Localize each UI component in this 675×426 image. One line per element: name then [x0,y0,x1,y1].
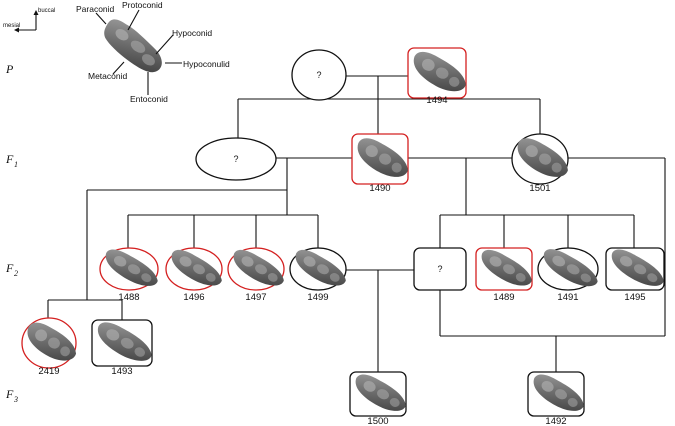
specimen-label: 1499 [307,292,328,303]
female-circle [195,137,277,181]
individual-1490: 1490 [351,133,409,194]
generation-subscript: 3 [13,395,18,404]
entoconid-label: Entoconid [130,94,168,104]
generation-subscript: 1 [14,160,18,169]
tooth-image [413,51,466,92]
specimen-label: 1495 [624,292,645,303]
specimen-label: 1488 [118,292,139,303]
buccal-label: buccal [38,8,55,14]
male-square [413,247,467,291]
specimen-label: 1489 [493,292,514,303]
tooth-image [27,322,77,361]
individual-1493: 1493 [91,319,153,377]
individuals: 1494?? 1490 1501 1488 1496 1497 1499? 1489 1491 1… [21,47,665,426]
specimen-label: 1493 [111,366,132,377]
unknown-label: ? [233,154,238,164]
individual-1496: 1496 [165,247,223,303]
generation-subscript: 2 [14,269,18,278]
tooth-image [97,322,152,361]
tooth-image [171,249,222,286]
specimen-label: 1492 [545,416,566,426]
orientation-indicator: buccal mesial [3,8,55,33]
individual-2419: 2419 [21,317,77,377]
buccal-arrowhead [33,10,39,15]
paraconid-label: Paraconid [76,4,115,14]
tooth-image [481,249,532,286]
tooth-image [517,138,568,177]
unknown-label: ? [437,264,442,274]
individual-unknown-f2: ? [413,247,467,291]
specimen-label: 1497 [245,292,266,303]
relationship-lines [47,75,666,372]
generation-label: F [5,261,14,275]
generation-label: F [5,387,14,401]
specimen-label: 1494 [426,95,447,106]
generation-labels: P F 1 F 2 F 3 [5,62,18,404]
hypoconid-label: Hypoconid [172,28,212,38]
hypoconulid-label: Hypoconulid [183,59,230,69]
metaconid-label: Metaconid [88,71,127,81]
individual-1499: 1499 [289,247,347,303]
specimen-label: 1500 [367,416,388,426]
tooth-image [295,249,346,286]
specimen-label: 1490 [369,183,390,194]
protoconid-label: Protoconid [122,0,163,10]
generation-label: F [5,152,14,166]
specimen-label: 1501 [529,183,550,194]
unknown-label: ? [316,70,321,80]
reference-tooth [104,19,162,73]
tooth-image [357,138,408,177]
specimen-label: 1496 [183,292,204,303]
tooth-image [533,374,584,411]
tooth-image [355,374,406,411]
tooth-image [233,249,284,286]
individual-1488: 1488 [99,247,159,303]
individual-1494: 1494 [407,47,467,106]
female-circle [291,49,347,101]
individual-1489: 1489 [475,247,533,303]
individual-1500: 1500 [349,371,407,426]
tooth-image [543,249,598,287]
specimen-label: 2419 [38,366,59,377]
individual-1501: 1501 [511,133,569,194]
mesial-arrowhead [14,27,19,33]
mesial-label: mesial [3,23,20,29]
generation-label: P [5,62,14,76]
individual-unknown-f1: ? [195,137,277,181]
individual-1491: 1491 [537,247,599,303]
tooth-image [611,249,664,286]
individual-1497: 1497 [227,247,285,303]
individual-1495: 1495 [605,247,665,303]
specimen-label: 1491 [557,292,578,303]
tooth-image [105,249,158,286]
individual-1492: 1492 [527,371,585,426]
anatomy-leader-lines [95,9,182,95]
individual-unknown-p: ? [291,49,347,101]
anatomy-reference: Paraconid Protoconid Hypoconid Hypoconul… [76,0,230,104]
